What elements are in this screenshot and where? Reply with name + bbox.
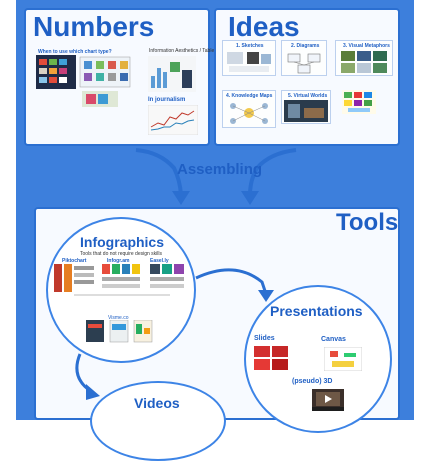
idea-label-sketches: 1. Sketches <box>236 43 264 49</box>
journalism-caption: In journalism <box>148 97 186 103</box>
virtual-worlds-image <box>284 100 328 122</box>
journalism-chart <box>148 105 198 135</box>
chart-type-collage <box>36 55 131 107</box>
assembling-label: Assembling <box>177 161 263 178</box>
pseudo3d-image <box>312 389 344 411</box>
infographics-col-2: Infogr.am <box>107 258 130 264</box>
arrow-head-left <box>172 191 190 205</box>
histogram-collage <box>148 56 196 92</box>
idea-label-diagrams: 2. Diagrams <box>291 43 320 49</box>
arrow-head-presentations <box>258 290 274 302</box>
videos-circle <box>90 381 226 461</box>
knowledge-map-image <box>230 103 268 124</box>
presentations-title: Presentations <box>270 303 363 319</box>
infographics-col-3: Easel.ly <box>150 258 169 264</box>
idea-label-virtual: 5. Virtual Worlds <box>288 93 328 99</box>
canvas-image <box>324 347 362 371</box>
infographics-samples <box>54 264 184 296</box>
slides-label: Slides <box>254 335 275 342</box>
idea-label-metaphors: 3. Visual Metaphors <box>343 43 390 49</box>
pseudo3d-label: (pseudo) 3D <box>292 378 333 385</box>
slide-canvas: Numbers When to use which chart type? In… <box>16 0 414 461</box>
infographics-title: Infographics <box>80 234 165 250</box>
slides-image <box>254 346 288 370</box>
idea-label-knowledge: 4. Knowledge Maps <box>226 93 273 99</box>
assembling-arrows <box>135 148 297 205</box>
arrow-head-videos <box>86 384 100 400</box>
chart-type-caption: When to use which chart type? <box>38 49 112 55</box>
metaphors-image <box>341 51 387 73</box>
numbers-title: Numbers <box>33 11 155 42</box>
tools-arrows <box>75 268 274 400</box>
diagrams-image <box>287 53 321 74</box>
canvas-label: Canvas <box>321 336 346 343</box>
ideas-title: Ideas <box>228 11 300 42</box>
infographics-col-1: Piktochart <box>62 258 87 264</box>
infographics-subtitle: Tools that do not require design skills <box>80 251 162 257</box>
infographics-samples-bottom <box>86 320 153 343</box>
mindmap-image <box>342 90 376 114</box>
histogram-caption: Information Aesthetics / Tableau <box>149 48 220 54</box>
tools-title: Tools <box>336 209 399 236</box>
infographics-mid-caption: Visme.co <box>108 315 129 321</box>
videos-title: Videos <box>134 395 180 411</box>
arrow-head-right <box>241 191 259 205</box>
sketches-image <box>227 52 271 72</box>
